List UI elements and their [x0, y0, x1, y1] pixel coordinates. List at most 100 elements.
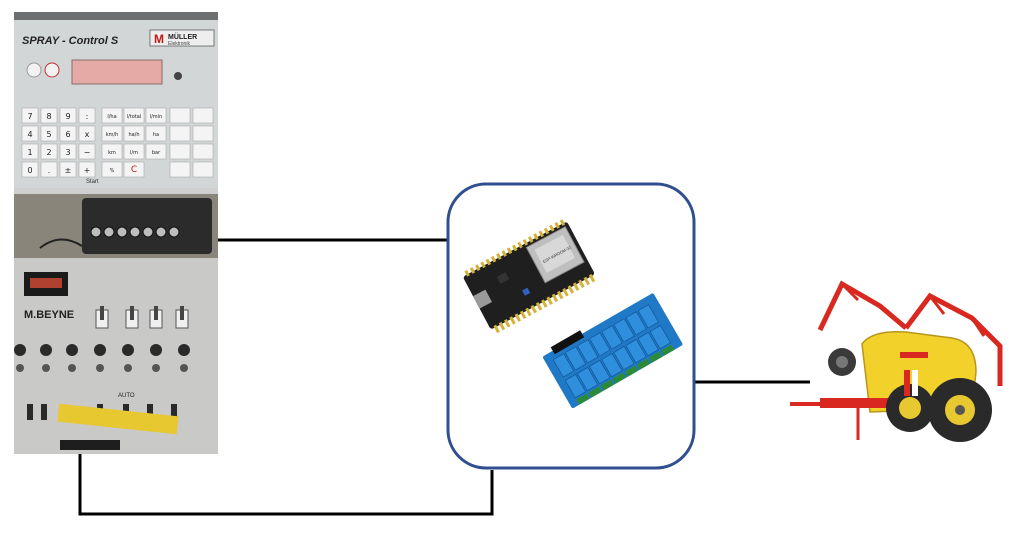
rotary-knob	[122, 344, 134, 356]
keypad-key: 4	[22, 126, 38, 141]
keypad-key: −	[79, 144, 95, 159]
rotary-knob	[42, 364, 50, 372]
function-key-label: km	[108, 150, 116, 156]
rotary-knob	[16, 364, 24, 372]
function-key-label: bar	[152, 150, 161, 156]
field-sprayer	[790, 284, 1000, 442]
panel-bottom-strip	[60, 440, 120, 450]
keypad-key-label: 4	[27, 130, 32, 139]
keypad-key: .	[41, 162, 57, 177]
lever-switch	[41, 404, 47, 420]
rotary-knob	[94, 344, 106, 356]
keypad-key-label: +	[84, 166, 91, 175]
rotary-knob	[150, 344, 162, 356]
function-key-label: C	[131, 165, 137, 175]
keypad-key: 5	[41, 126, 57, 141]
function-key	[170, 126, 190, 141]
function-key	[170, 162, 190, 177]
function-key: l/ha	[102, 108, 122, 123]
keypad-key-label: 3	[65, 148, 70, 157]
rotary-knob	[68, 364, 76, 372]
function-key: ha	[146, 126, 166, 141]
rotary-knob	[96, 364, 104, 372]
rotary-knob	[180, 364, 188, 372]
keypad-key: +	[79, 162, 95, 177]
keypad-key: 6	[60, 126, 76, 141]
connector-socket	[143, 227, 153, 237]
indicator-lamp	[174, 72, 182, 80]
keypad-key: 9	[60, 108, 76, 123]
keypad-key: 7	[22, 108, 38, 123]
function-key	[170, 144, 190, 159]
controller-module-box: ESP-WROOM-32	[448, 184, 694, 468]
brand-sub: Elektronik	[168, 41, 190, 47]
keypad-key: 1	[22, 144, 38, 159]
keypad-key: 2	[41, 144, 57, 159]
function-key: ha/h	[124, 126, 144, 141]
keypad-key: x	[79, 126, 95, 141]
function-key-label: l/m	[130, 150, 138, 156]
keypad-key: ±	[60, 162, 76, 177]
wire-esp-to-panel-bottom	[80, 450, 492, 514]
keypad-key-label: x	[85, 130, 90, 139]
rotary-knob	[40, 344, 52, 356]
controller-display	[72, 60, 162, 84]
function-key-label: ha	[153, 132, 159, 138]
function-key: l/min	[146, 108, 166, 123]
keypad-key-label: −	[84, 148, 91, 157]
keypad-key-label: 9	[65, 112, 70, 121]
keypad-key-label: 5	[46, 130, 51, 139]
beyne-brand: M.BEYNE	[24, 309, 74, 321]
function-key: bar	[146, 144, 166, 159]
function-key-label: l/min	[150, 114, 163, 120]
sprayer-boom-left	[820, 284, 906, 330]
function-key: %	[102, 162, 122, 177]
connector-socket	[104, 227, 114, 237]
spray-controller-device: SPRAY - Control S M MÜLLER Elektronik 7 8…	[14, 12, 218, 454]
function-key-label: %	[110, 168, 115, 174]
function-key: km	[102, 144, 122, 159]
function-key: l/total	[124, 108, 144, 123]
keypad-key-label: 6	[65, 130, 70, 139]
keypad-key: 3	[60, 144, 76, 159]
function-key	[193, 144, 213, 159]
keypad-key-label: .	[48, 166, 51, 175]
connector-box	[82, 198, 212, 254]
keypad-key: :	[79, 108, 95, 123]
keypad-key-label: 1	[27, 148, 32, 157]
function-key-label: ha/h	[128, 132, 139, 138]
brand-name: MÜLLER	[168, 32, 197, 41]
function-key	[193, 108, 213, 123]
keypad-key-label: 7	[27, 112, 32, 121]
keypad-key-label: 2	[46, 148, 51, 157]
rotary-knob	[14, 344, 26, 356]
keypad-key-label: 0	[27, 166, 32, 175]
connector-socket	[156, 227, 166, 237]
rotary-knob	[178, 344, 190, 356]
rotary-knob	[152, 364, 160, 372]
mode-label: AUTO	[118, 393, 135, 399]
function-key	[193, 126, 213, 141]
rotary-knob	[66, 344, 78, 356]
function-key: l/m	[124, 144, 144, 159]
keypad-key-label: :	[86, 112, 89, 121]
power-off-button	[45, 63, 59, 77]
connector-socket	[169, 227, 179, 237]
power-on-button	[27, 63, 41, 77]
keypad-key-label: ±	[65, 166, 72, 175]
lever-switch	[27, 404, 33, 420]
rotary-knob	[124, 364, 132, 372]
brand-mark: M	[154, 32, 164, 46]
keypad-key-label: 8	[46, 112, 51, 121]
function-key: km/h	[102, 126, 122, 141]
connector-socket	[117, 227, 127, 237]
connector-socket	[91, 227, 101, 237]
controller-title: SPRAY - Control S	[22, 35, 119, 47]
keypad-key: 8	[41, 108, 57, 123]
function-key-label: l/total	[127, 114, 142, 120]
connector-socket	[130, 227, 140, 237]
function-key	[170, 108, 190, 123]
function-key-label: km/h	[106, 132, 119, 138]
function-key: C	[124, 162, 144, 177]
